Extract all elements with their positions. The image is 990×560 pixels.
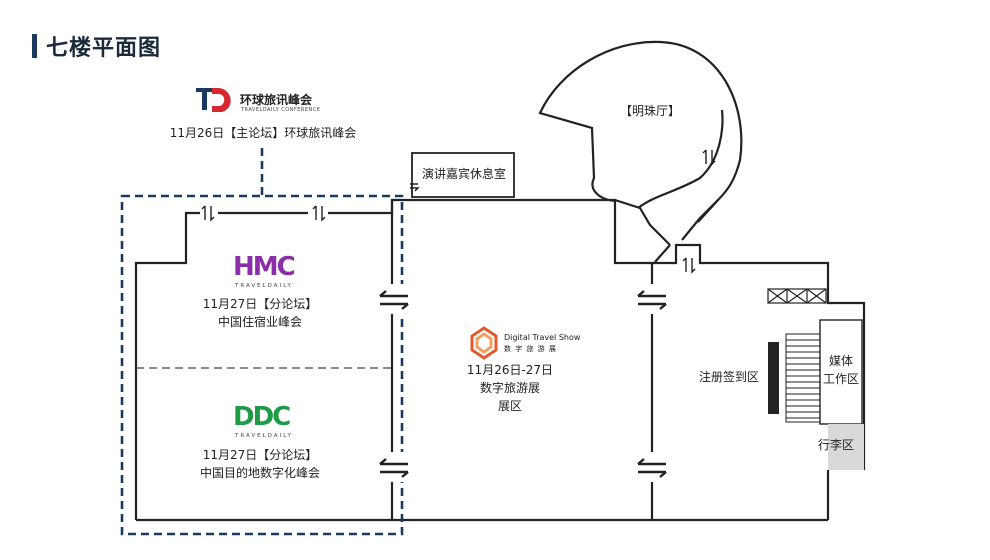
luggage-label: 行李区	[817, 438, 854, 452]
hmc-logo-sub: TRAVELDAILY	[235, 283, 293, 289]
pearl-hall-label: 【明珠厅】	[619, 104, 680, 118]
pearl-hall-neck2	[654, 244, 671, 263]
luggage-x-icon	[767, 288, 827, 304]
pearl-hall-neck	[614, 198, 671, 246]
pearl-hall-inner	[637, 109, 724, 209]
luggage-area-box	[828, 424, 864, 470]
dts-logo-cn: 数 字 旅 游 展	[504, 345, 557, 353]
tdc-logo-sub: TRAVELDAILY CONFERENCE	[241, 107, 321, 113]
right-wing-wall	[652, 243, 866, 470]
media-label-line1: 媒体	[828, 354, 853, 368]
tdc-logo-icon	[196, 88, 231, 112]
dts-area: 展区	[497, 399, 522, 413]
dts-logo-en: Digital Travel Show	[504, 333, 581, 342]
speaker-lounge-box	[411, 152, 515, 198]
dts-date: 11月26日-27日	[466, 363, 554, 377]
dts-name: 数字旅游展	[479, 381, 540, 395]
title-accent-bar	[32, 34, 37, 58]
hmc-logo: HMC	[233, 252, 296, 282]
media-area-box	[819, 319, 863, 425]
main-forum-schedule: 11月26日【主论坛】环球旅讯峰会	[169, 126, 357, 140]
media-label-line2: 工作区	[822, 372, 859, 386]
pearl-hall-cut	[697, 199, 719, 223]
registration-desk	[768, 342, 779, 414]
double-arrow-icon	[376, 284, 668, 482]
hmc-date: 11月27日【分论坛】	[202, 297, 318, 311]
stairs-icon	[785, 333, 821, 423]
page-title: 七楼平面图	[46, 36, 162, 61]
main-forum-boundary	[120, 194, 404, 536]
ddc-date: 11月27日【分论坛】	[202, 448, 318, 462]
speaker-lounge-label: 演讲嘉宾休息室	[421, 167, 506, 181]
top-wall-segment-right	[328, 198, 653, 265]
hmc-name: 中国住宿业峰会	[217, 315, 302, 329]
ddc-logo-sub: TRAVELDAILY	[235, 433, 293, 439]
registration-label: 注册签到区	[698, 370, 759, 384]
ddc-name: 中国目的地数字化峰会	[199, 466, 320, 480]
tdc-logo-name: 环球旅讯峰会	[240, 93, 313, 107]
dts-logo-icon	[470, 326, 498, 360]
door-arrows-icon	[201, 149, 716, 274]
ddc-logo: DDC	[233, 402, 291, 432]
pearl-hall-outline	[538, 40, 743, 241]
main-hall-wall	[134, 211, 200, 520]
